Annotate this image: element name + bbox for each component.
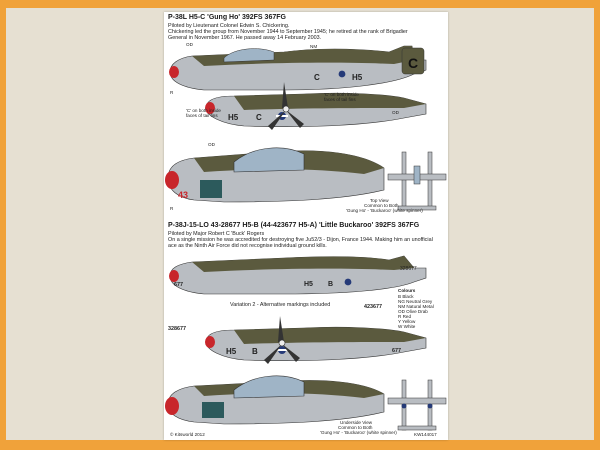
aircraft-b-bio-1: On a single mission he was accredited fo… <box>168 237 433 243</box>
svg-text:C: C <box>314 73 320 82</box>
colour-key-item: B Black <box>398 294 414 299</box>
top-view-line-2: Common to Both <box>364 203 399 208</box>
svg-text:B: B <box>328 281 333 288</box>
profile-a-port: C C H5 <box>169 45 427 91</box>
profile-b-starboard: H5 B <box>205 316 427 364</box>
svg-text:H5: H5 <box>228 113 239 122</box>
underside-line-2: Common to Both <box>338 425 373 430</box>
svg-text:H5: H5 <box>304 281 313 288</box>
top-view-a <box>387 151 447 211</box>
profile-b-closeup <box>165 375 385 425</box>
svg-text:B: B <box>252 347 258 356</box>
aircraft-b-bio-2: ace as the Ninth Air Force did not recog… <box>168 243 327 249</box>
top-view-line-1: Top View <box>370 198 389 203</box>
svg-text:C: C <box>408 55 418 71</box>
svg-text:C: C <box>256 113 262 122</box>
propeller-drawing <box>268 82 304 130</box>
colour-key-item: OD Olive Drab <box>398 309 428 314</box>
tail-note-left-1: 'C' on both inside <box>186 108 221 113</box>
underside-view <box>387 379 447 431</box>
svg-text:43: 43 <box>178 190 188 200</box>
underside-line-3: 'Gung Ho' - 'Buckaroo' (white spinner) <box>320 430 397 435</box>
profile-b-port: H5 B 328677 <box>169 255 427 295</box>
aircraft-b-title: P-38J-15-LO 43-28677 H5-B (44-423677 H5-… <box>168 222 420 229</box>
variation-label: Variation 2 - Alternative markings inclu… <box>230 302 331 308</box>
top-view-line-3: 'Gung Ho' - 'Buckaroo' (white spinner) <box>346 208 423 213</box>
aircraft-b-pilot: Piloted by Major Robert C 'Buck' Rogers <box>168 231 265 237</box>
aircraft-a-bio-2: General in November 1967. He passed away… <box>168 35 322 41</box>
tail-note-right-1: 'C' on both inside <box>324 92 359 97</box>
colour-key-item: R Red <box>398 314 412 319</box>
tail-note-right-2: faces of tail fins <box>324 97 356 102</box>
profile-a-closeup: 43 <box>165 147 385 203</box>
colour-key-item: NM Natural Metal <box>398 304 434 309</box>
aircraft-a-bio-1: Chickering led the group from November 1… <box>168 29 408 35</box>
aircraft-a-title: P-38L H5-C 'Gung Ho' 392FS 367FG <box>168 14 286 21</box>
frame-left <box>0 0 6 450</box>
colour-key-item: Y Yellow <box>398 319 416 324</box>
serial-328677-left: 328677 <box>168 326 186 332</box>
aircraft-profile-drawings: C C H5 H5 C <box>165 45 447 431</box>
callout-od-2: OD <box>392 110 399 115</box>
footer-copyright: © Kitsworld 2012 <box>170 432 205 437</box>
serial-677-nose: 677 <box>174 282 183 288</box>
aircraft-a-pilot: Piloted by Lieutenant Colonel Edwin S. C… <box>168 23 290 29</box>
callout-nm-1: NM <box>310 44 318 49</box>
callout-r-1: R <box>170 90 174 95</box>
tail-note-left-2: faces of tail fins <box>186 113 218 118</box>
frame-top <box>0 0 600 8</box>
colour-key-item: NG Neutral Grey <box>398 299 433 304</box>
profile-a-starboard: H5 C <box>205 82 427 130</box>
colour-key-heading: Colours <box>398 288 416 293</box>
serial-423677: 423677 <box>364 304 382 310</box>
underside-line-1: Underside View <box>340 420 373 425</box>
serial-677-tail: 677 <box>392 348 401 354</box>
callout-r-2: R <box>170 206 174 211</box>
serial-profile-b: 328677 <box>400 266 417 272</box>
frame-right <box>594 0 600 450</box>
callout-od-1: OD <box>186 42 193 47</box>
callout-od-3: OD <box>208 142 215 147</box>
frame-bottom <box>0 440 600 450</box>
svg-text:H5: H5 <box>352 73 363 82</box>
footer-code: KW144017 <box>414 432 437 437</box>
colour-key-item: W White <box>398 324 416 329</box>
decal-instruction-sheet: P-38L H5-C 'Gung Ho' 392FS 367FG Piloted… <box>164 12 448 440</box>
svg-text:H5: H5 <box>226 347 237 356</box>
